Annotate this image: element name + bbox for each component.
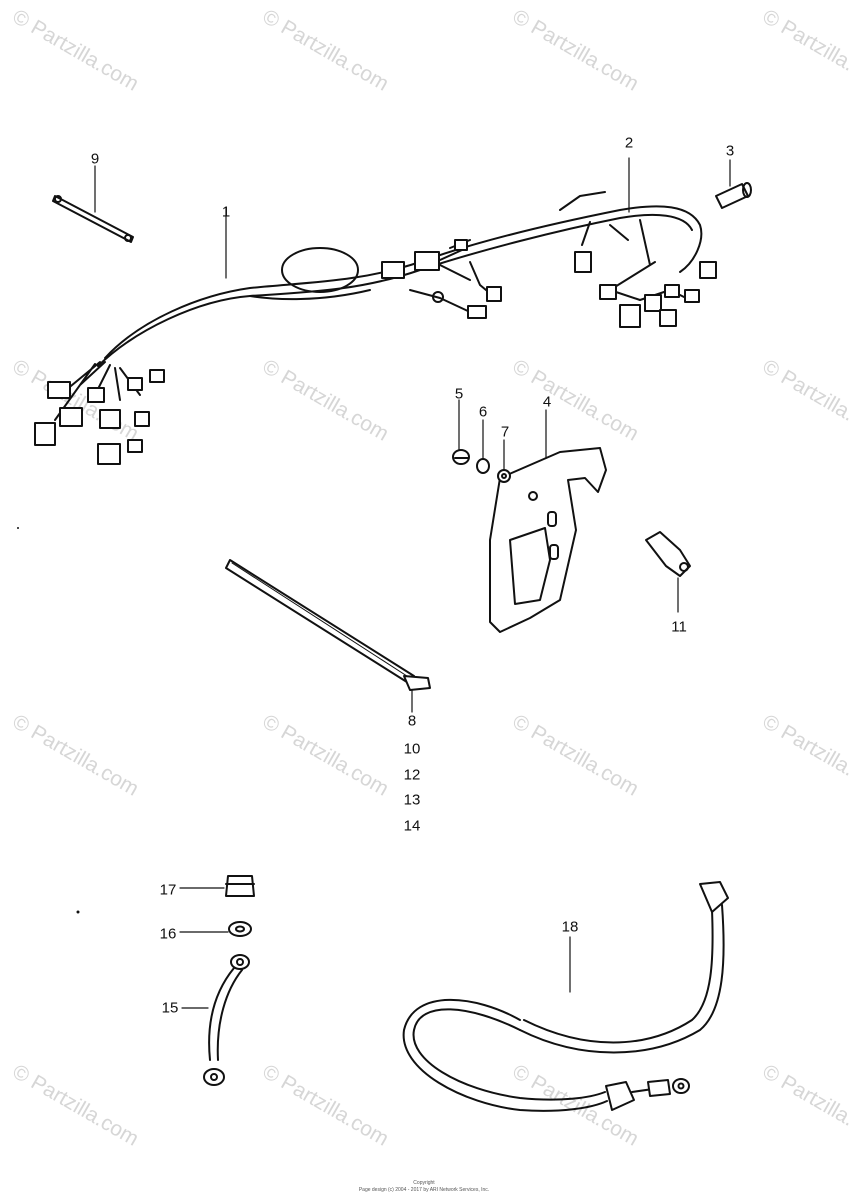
part-16-washer[interactable] (228, 921, 252, 937)
part-15-ground-lead[interactable] (203, 954, 250, 1086)
callout-12[interactable]: 12 (403, 766, 421, 784)
stray-dot (76, 910, 80, 914)
part-1-wiring-harness[interactable] (34, 191, 717, 465)
part-5-screw[interactable] (452, 449, 470, 465)
part-11-clamp[interactable] (645, 531, 691, 577)
callout-4[interactable]: 4 (542, 393, 552, 411)
stray-dot (17, 527, 19, 529)
part-18-battery-cable[interactable] (402, 881, 729, 1112)
callout-6[interactable]: 6 (478, 403, 488, 421)
part-3-cap[interactable] (715, 182, 752, 209)
part-7-washer[interactable] (497, 469, 511, 483)
callout-1[interactable]: 1 (221, 203, 231, 221)
callout-3[interactable]: 3 (725, 142, 735, 160)
callout-11[interactable]: 11 (671, 618, 687, 636)
callout-2[interactable]: 2 (624, 134, 634, 152)
footer-page-design: Page design (c) 2004 - 2017 by ARI Netwo… (358, 1187, 490, 1193)
part-9-strap[interactable] (52, 195, 134, 243)
part-17-bolt[interactable] (225, 875, 255, 897)
callout-9[interactable]: 9 (90, 150, 100, 168)
callout-5[interactable]: 5 (454, 385, 464, 403)
footer-copyright: Copyright (413, 1180, 435, 1186)
callout-15[interactable]: 15 (161, 999, 179, 1017)
callout-14[interactable]: 14 (403, 817, 421, 835)
callout-17[interactable]: 17 (159, 881, 177, 899)
part-8-cable-tie[interactable] (225, 559, 431, 691)
callout-16[interactable]: 16 (159, 925, 177, 943)
callout-10[interactable]: 10 (403, 740, 421, 758)
callout-8[interactable]: 8 (407, 712, 417, 730)
callout-13[interactable]: 13 (403, 791, 421, 809)
part-6-washer[interactable] (476, 458, 490, 474)
callout-7[interactable]: 7 (500, 423, 510, 441)
callout-18[interactable]: 18 (561, 918, 579, 936)
part-4-bracket-plate[interactable] (489, 447, 607, 633)
